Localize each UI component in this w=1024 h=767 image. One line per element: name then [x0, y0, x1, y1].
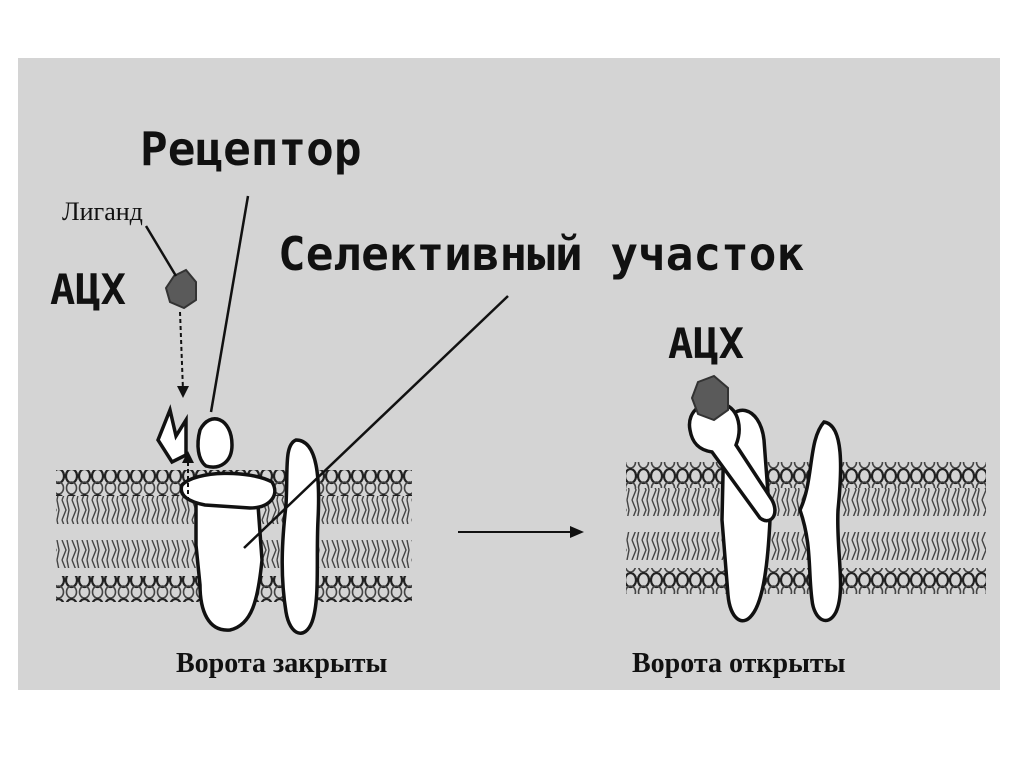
- receptor-label: Рецептор: [140, 122, 362, 176]
- ligand-bound: [692, 376, 728, 420]
- receptor-top: [198, 419, 232, 467]
- gate-open-label: Ворота открыты: [632, 648, 846, 679]
- receptor-binding-site: [158, 410, 186, 462]
- ligand-group: [166, 270, 196, 500]
- receptor-pointer: [211, 196, 248, 412]
- ach-left-label: АЦХ: [50, 265, 126, 314]
- ligand-pointer: [146, 226, 176, 276]
- ach-right-label: АЦХ: [668, 319, 744, 368]
- transition-arrow: [458, 526, 584, 538]
- selective-site-label: Селективный участок: [278, 227, 804, 281]
- channel-right-subunit: [282, 440, 318, 633]
- gate-closed-label: Ворота закрыты: [176, 648, 388, 679]
- ligand-molecule: [166, 270, 196, 308]
- receptor-gate-arm: [181, 473, 275, 508]
- ligand-label: Лиганд: [62, 197, 143, 226]
